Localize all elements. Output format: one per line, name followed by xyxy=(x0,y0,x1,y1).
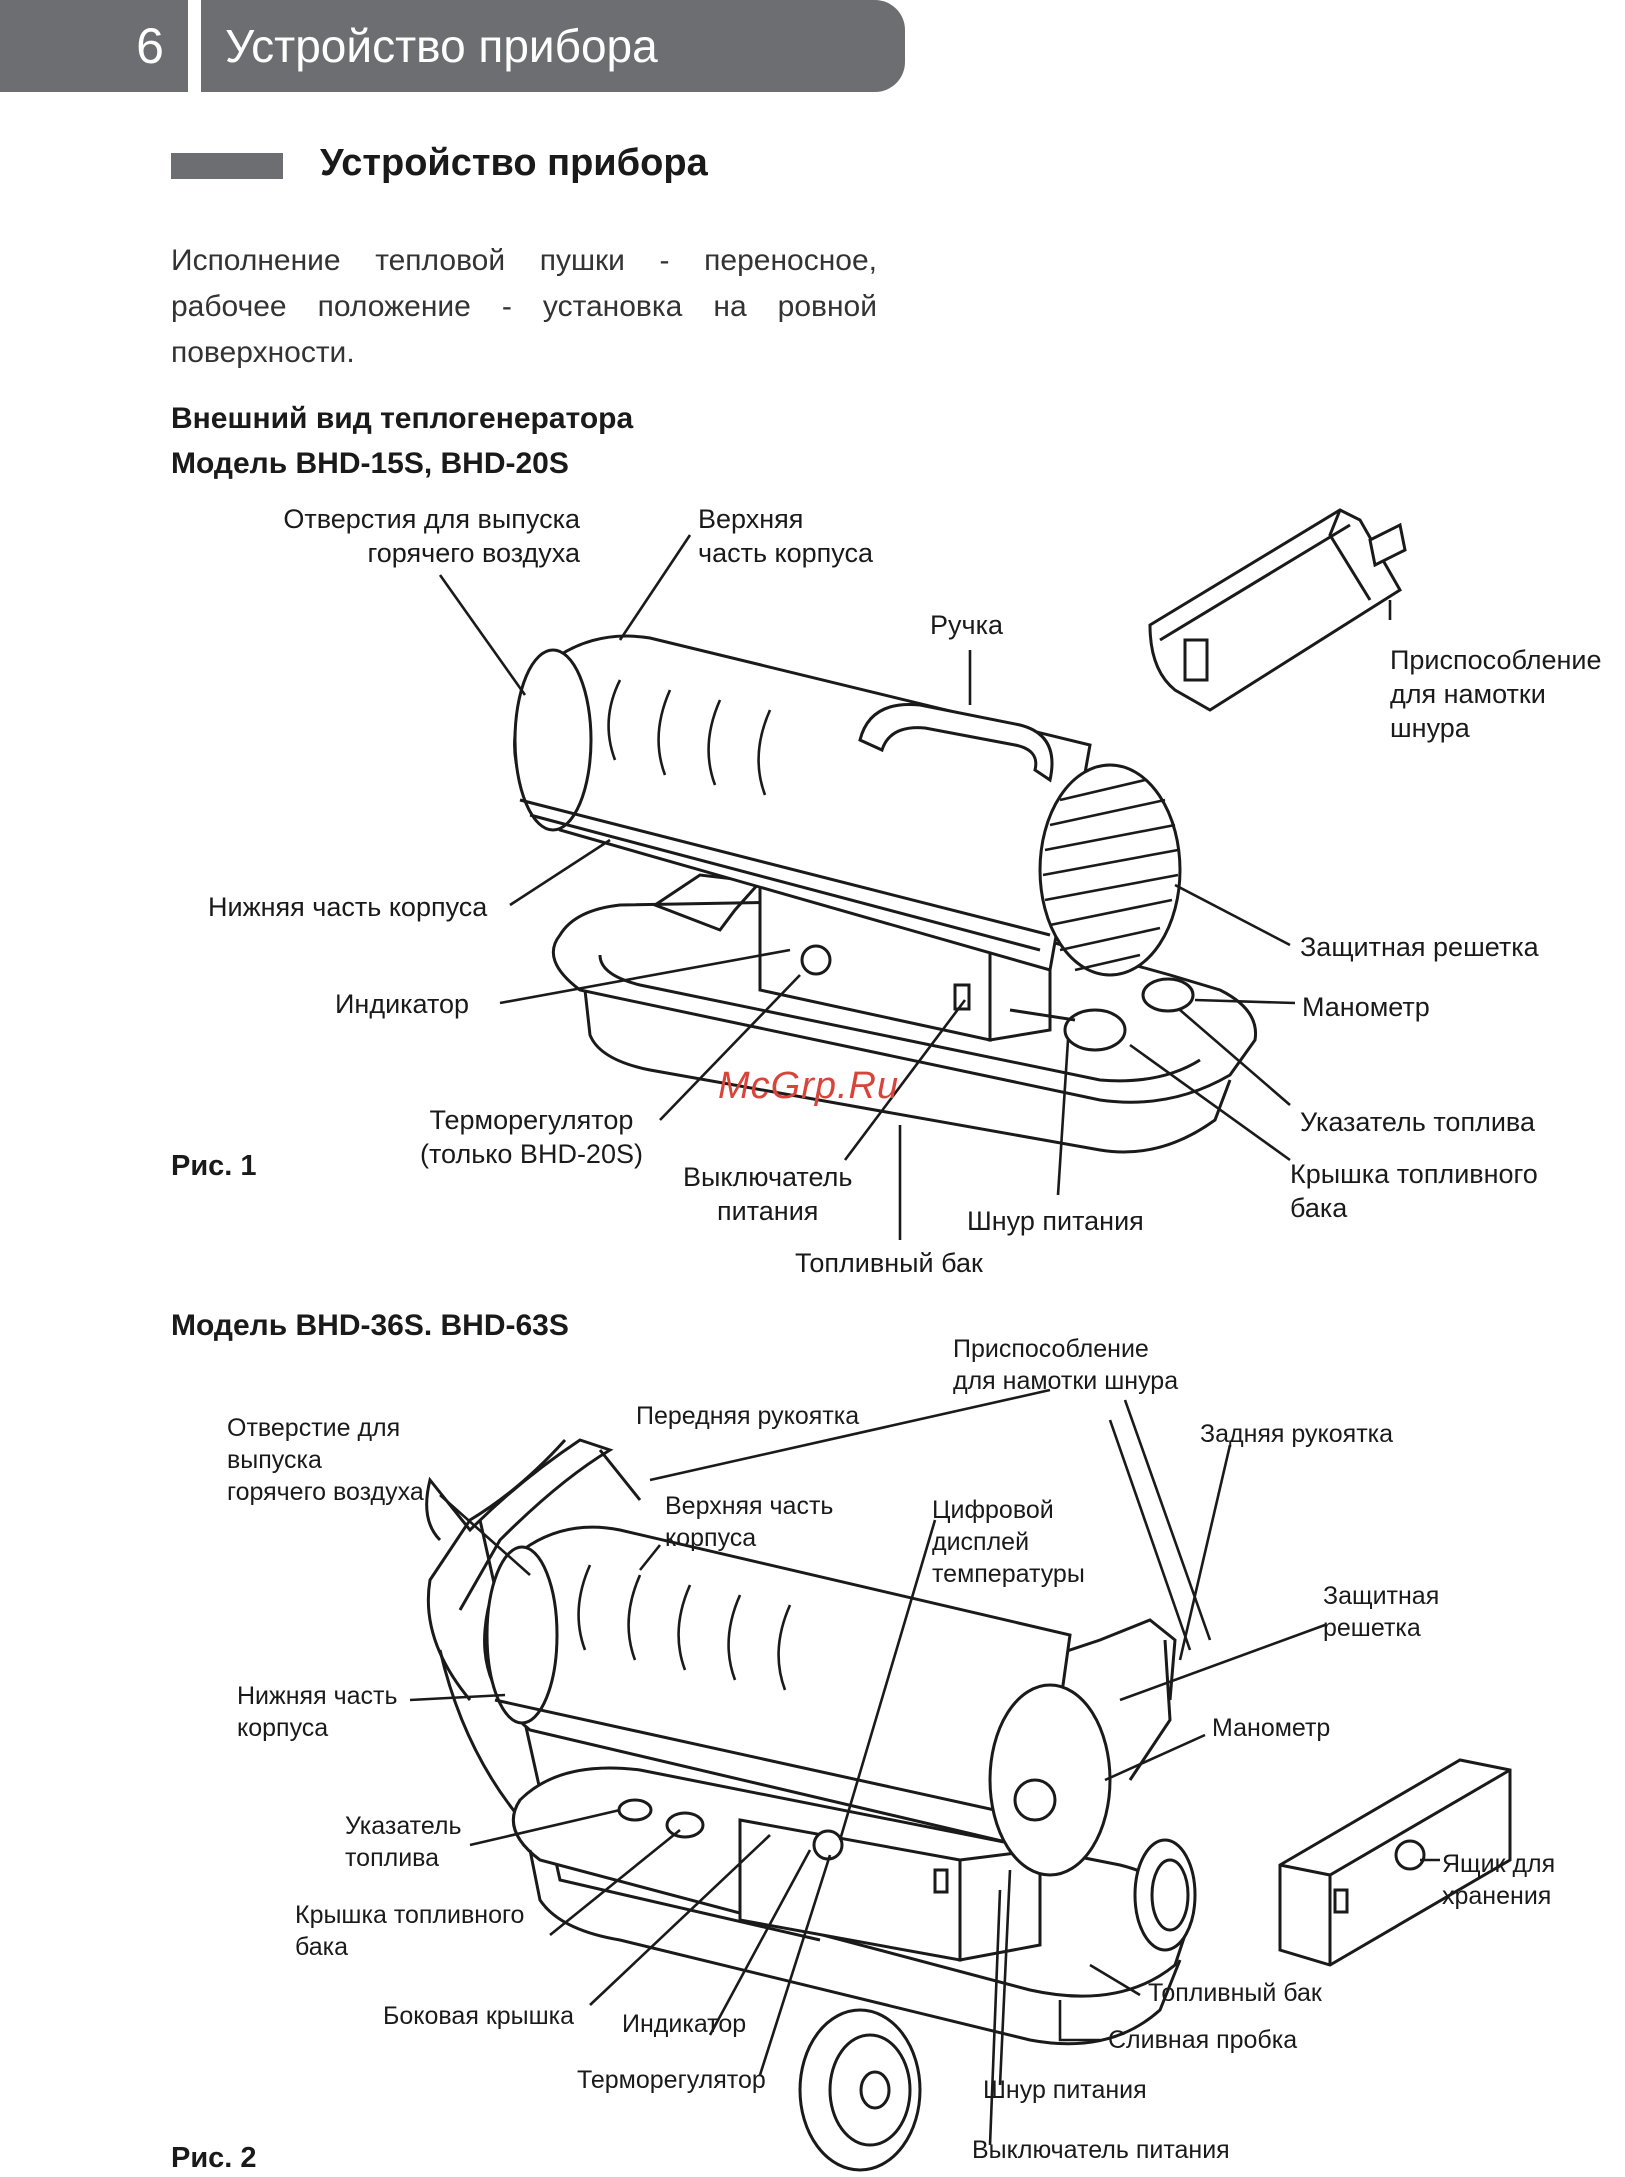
fig1-label-cord: Шнур питания xyxy=(967,1206,1144,1236)
fig2-heater-drawing xyxy=(409,1388,1512,2172)
fig1-caption: Рис. 1 xyxy=(171,1150,257,1182)
fig2-label-rear-handle: Задняя рукоятка xyxy=(1200,1420,1394,1448)
fig2-caption: Рис. 2 xyxy=(171,2142,257,2174)
fig2-label-fuel-gauge: Указатель топлива xyxy=(345,1812,462,1872)
fig1-heading-2: Модель BHD-15S, BHD-20S xyxy=(171,447,569,480)
section-title: Устройство прибора xyxy=(320,142,708,184)
fig2-label-switch: Выключатель питания xyxy=(972,2136,1230,2164)
fig1-label-cap: Крышка топливного бака xyxy=(1290,1159,1538,1223)
header-separator xyxy=(188,0,201,92)
section-bar xyxy=(171,153,283,179)
page-header-tab xyxy=(0,0,905,92)
fig2-label-storage: Ящик для хранения xyxy=(1442,1850,1556,1910)
fig1-label-manometer: Манометр xyxy=(1302,992,1430,1022)
fig1-label-lower-body: Нижняя часть корпуса xyxy=(208,892,488,922)
fig2-label-front-handle: Передняя рукоятка xyxy=(636,1402,860,1430)
fig2-heading: Модель BHD-36S. BHD-63S xyxy=(171,1309,569,1342)
fig2-label-hot-air: Отверстие для выпуска горячего воздуха xyxy=(227,1414,424,1506)
fig1-label-handle: Ручка xyxy=(930,610,1003,640)
intro-paragraph: Исполнение тепловой пушки - переносное, … xyxy=(171,244,877,369)
fig1-label-upper-body: Верхняя часть корпуса xyxy=(698,504,873,568)
watermark: McGrp.Ru xyxy=(718,1065,900,1107)
fig2-label-upper-body: Верхняя часть корпуса xyxy=(665,1492,834,1552)
fig2-label-lower-body: Нижняя часть корпуса xyxy=(237,1682,398,1742)
fig2-label-display: Цифровой дисплей температуры xyxy=(932,1496,1085,1588)
fig1-heading-1: Внешний вид теплогенератора xyxy=(171,402,634,435)
fig1-label-hot-air: Отверстия для выпуска горячего воздуха xyxy=(283,504,580,568)
fig2-label-tank: Топливный бак xyxy=(1148,1979,1322,2007)
fig1-label-switch: Выключатель питания xyxy=(683,1162,853,1226)
fig1-label-indicator: Индикатор xyxy=(335,989,470,1019)
fig2-label-drain: Сливная пробка xyxy=(1108,2026,1298,2054)
fig2-label-grille: Защитная решетка xyxy=(1323,1582,1440,1642)
fig1-label-fuel-gauge: Указатель топлива xyxy=(1300,1107,1535,1137)
fig1-label-thermostat: Терморегулятор (только BHD-20S) xyxy=(420,1105,643,1169)
header-title: Устройство прибора xyxy=(225,20,658,72)
fig2-label-cord: Шнур питания xyxy=(983,2076,1147,2104)
fig2-label-cord-reel: Приспособление для намотки шнура xyxy=(953,1335,1179,1395)
fig1-label-tank: Топливный бак xyxy=(795,1248,983,1278)
fig1-label-grille: Защитная решетка xyxy=(1300,932,1539,962)
fig1-heater-drawing xyxy=(438,508,1407,1240)
fig1-label-cord-reel: Приспособление для намотки шнура xyxy=(1390,645,1602,743)
fig2-label-indicator: Индикатор xyxy=(622,2010,747,2038)
fig2-label-manometer: Манометр xyxy=(1212,1714,1331,1742)
fig2-label-cap: Крышка топливного бака xyxy=(295,1901,525,1961)
fig2-label-thermostat: Терморегулятор xyxy=(577,2066,766,2094)
fig2-label-side-cover: Боковая крышка xyxy=(383,2002,575,2030)
page-number: 6 xyxy=(136,18,164,74)
